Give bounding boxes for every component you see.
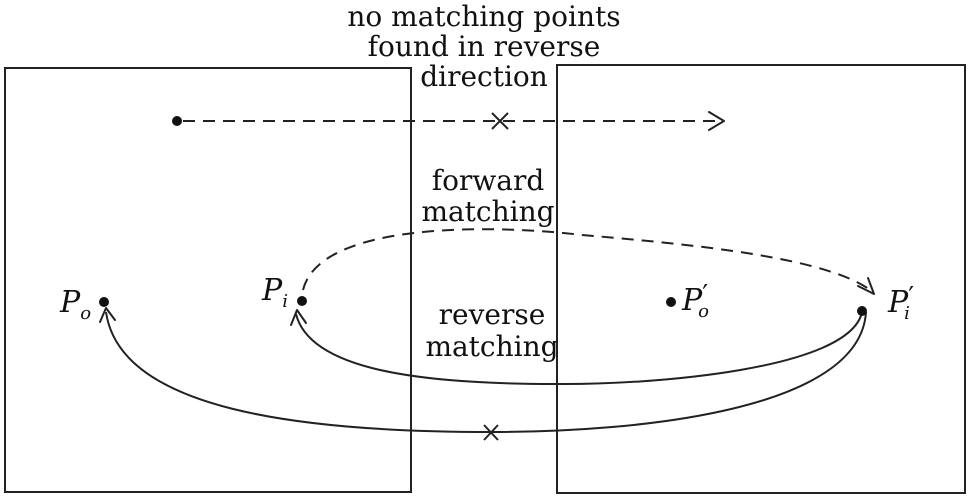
reverse-matching-curve	[295, 311, 863, 386]
failed-match-arrowhead	[708, 111, 725, 131]
point-pi-prime-dot	[857, 306, 867, 316]
point-po-prime-dot	[666, 297, 676, 307]
reverse-matching-arrowhead	[290, 309, 307, 326]
point-pi-label: Pi	[261, 273, 288, 312]
no-match-note-line-1: no matching points	[347, 0, 620, 33]
point-pi-dot	[297, 296, 307, 306]
top-cross-mark	[491, 112, 509, 130]
right-image-frame	[556, 64, 966, 494]
forward-label-line-1: forward	[432, 164, 545, 197]
forward-matching-curve	[302, 228, 874, 293]
no-match-note: no matching points found in reverse dire…	[347, 0, 620, 93]
point-po-prime-label: P′o	[681, 280, 709, 322]
bottom-cross-mark	[483, 424, 499, 441]
forward-label-line-2: matching	[421, 195, 554, 228]
reverse-label-line-2: matching	[425, 330, 558, 363]
reverse-matching-label: reverse matching	[425, 298, 558, 363]
point-po-label: Po	[59, 285, 91, 324]
long-reverse-arrowhead	[99, 307, 116, 323]
unmatched-point	[172, 116, 182, 126]
point-po-dot	[99, 297, 109, 307]
left-image-frame	[4, 67, 412, 493]
forward-matching-arrowhead	[857, 277, 875, 295]
no-match-note-line-2: found in reverse	[368, 30, 601, 63]
point-pi-prime-label: P′i	[887, 282, 914, 324]
forward-matching-label: forward matching	[421, 164, 554, 228]
reverse-label-line-1: reverse	[439, 298, 546, 331]
no-match-note-line-3: direction	[420, 60, 548, 93]
